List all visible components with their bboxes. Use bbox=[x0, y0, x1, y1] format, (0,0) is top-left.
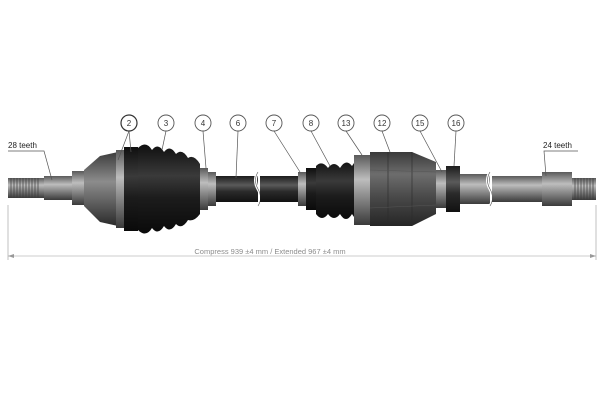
callout-6: 6 bbox=[229, 114, 247, 132]
callout-3: 3 bbox=[157, 114, 175, 132]
leader-13 bbox=[345, 130, 363, 156]
callout-7: 7 bbox=[265, 114, 283, 132]
callout-15: 15 bbox=[411, 114, 429, 132]
leader-right-teeth bbox=[543, 150, 578, 177]
leader-left-teeth bbox=[8, 150, 53, 181]
callout-4: 4 bbox=[194, 114, 212, 132]
intermediate-shaft bbox=[486, 171, 572, 207]
inner-boot bbox=[316, 155, 370, 225]
callout-8-label: 8 bbox=[309, 119, 314, 128]
callout-2-label: 2 bbox=[127, 119, 132, 128]
leader-2b bbox=[128, 130, 132, 153]
callout-12-label: 12 bbox=[378, 119, 387, 128]
length-dimension: Compress 939 ±4 mm / Extended 967 ±4 mm bbox=[7, 205, 597, 260]
callout-2: 2 bbox=[120, 114, 138, 132]
outer-boot bbox=[138, 144, 200, 234]
leader-2 bbox=[117, 130, 130, 161]
leader-3 bbox=[161, 130, 167, 151]
callout-16: 16 bbox=[447, 114, 465, 132]
support-bearing bbox=[436, 166, 490, 212]
leader-4 bbox=[202, 130, 207, 169]
leader-8 bbox=[310, 130, 331, 167]
leader-12 bbox=[381, 130, 391, 153]
boot-clamp-outer bbox=[200, 168, 216, 210]
leader-16 bbox=[453, 130, 457, 167]
callout-4-label: 4 bbox=[201, 119, 206, 128]
right-spline-shaft bbox=[572, 178, 596, 200]
callout-12: 12 bbox=[373, 114, 391, 132]
leader-7 bbox=[273, 130, 301, 173]
callout-7-label: 7 bbox=[272, 119, 277, 128]
leader-6 bbox=[235, 130, 239, 179]
dimension-label: Compress 939 ±4 mm / Extended 967 ±4 mm bbox=[194, 247, 345, 256]
callout-8: 8 bbox=[302, 114, 320, 132]
inner-boot-clamp bbox=[298, 168, 316, 210]
right-teeth-label: 24 teeth bbox=[543, 141, 572, 150]
callout-15-label: 15 bbox=[416, 119, 425, 128]
callout-13-label: 13 bbox=[342, 119, 351, 128]
main-shaft bbox=[216, 171, 298, 207]
leader-15 bbox=[419, 130, 443, 173]
outer-cv-joint bbox=[84, 147, 138, 231]
left-spline-shaft bbox=[8, 171, 86, 205]
callout-13: 13 bbox=[337, 114, 355, 132]
callout-16-label: 16 bbox=[452, 119, 461, 128]
dimension-arrow-left bbox=[8, 254, 14, 258]
callout-leaders bbox=[8, 130, 578, 181]
callout-group: 2 3 4 6 7 8 13 12 bbox=[120, 114, 465, 132]
callout-6-label: 6 bbox=[236, 119, 241, 128]
left-teeth-label: 28 teeth bbox=[8, 141, 37, 150]
callout-3-label: 3 bbox=[164, 119, 169, 128]
dimension-arrow-right bbox=[590, 254, 596, 258]
inner-cv-housing bbox=[369, 152, 437, 226]
